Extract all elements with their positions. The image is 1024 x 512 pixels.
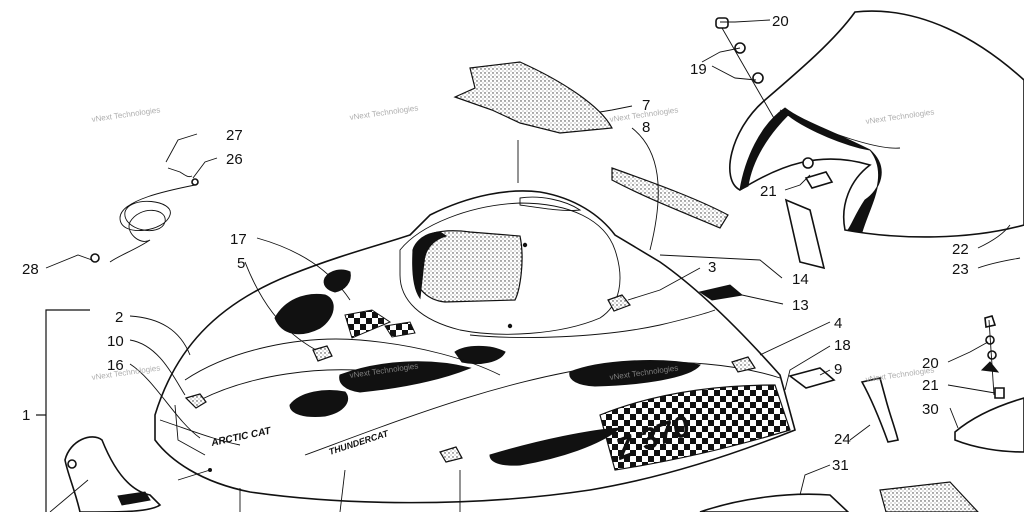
callout-7: 7 — [642, 97, 650, 114]
callout-9: 9 — [834, 361, 842, 378]
callout-10: 10 — [107, 333, 124, 350]
bracket-item-1 — [45, 309, 90, 512]
watermark-text: vNext Technologies — [349, 103, 419, 122]
callout-13: 13 — [792, 297, 809, 314]
leader-lines — [45, 19, 1021, 512]
callout-22: 22 — [952, 241, 969, 258]
callout-23: 23 — [952, 261, 969, 278]
front-bumper — [49, 436, 162, 512]
callout-1: 1 — [22, 407, 30, 424]
callout-17: 17 — [230, 231, 247, 248]
watermark-text: vNext Technologies — [91, 105, 161, 124]
hood-assembly: ARCTIC CAT THUNDERCAT Z 370 — [154, 190, 796, 504]
callout-21-right: 21 — [922, 377, 939, 394]
callout-2: 2 — [115, 309, 123, 326]
callout-16: 16 — [107, 357, 124, 374]
top-decal-parts — [453, 61, 729, 229]
callout-30: 30 — [922, 401, 939, 418]
callout-20-top: 20 — [772, 13, 789, 30]
callout-21-top: 21 — [760, 183, 777, 200]
windshield — [729, 10, 1024, 238]
callout-28: 28 — [22, 261, 39, 278]
callout-14: 14 — [792, 271, 809, 288]
callout-labels: 1 2 10 16 17 5 27 26 28 7 8 3 14 13 4 18… — [22, 13, 969, 474]
callout-4: 4 — [834, 315, 842, 332]
callout-24: 24 — [834, 431, 851, 448]
side-parts — [698, 198, 1024, 512]
callout-8: 8 — [642, 119, 650, 136]
callout-27: 27 — [226, 127, 243, 144]
callout-31: 31 — [832, 457, 849, 474]
callout-26: 26 — [226, 151, 243, 168]
callout-20-right: 20 — [922, 355, 939, 372]
callout-19: 19 — [690, 61, 707, 78]
tether-cord — [90, 167, 199, 263]
callout-3: 3 — [708, 259, 716, 276]
callout-18: 18 — [834, 337, 851, 354]
watermark-text: vNext Technologies — [91, 363, 161, 382]
callout-5: 5 — [237, 255, 245, 272]
